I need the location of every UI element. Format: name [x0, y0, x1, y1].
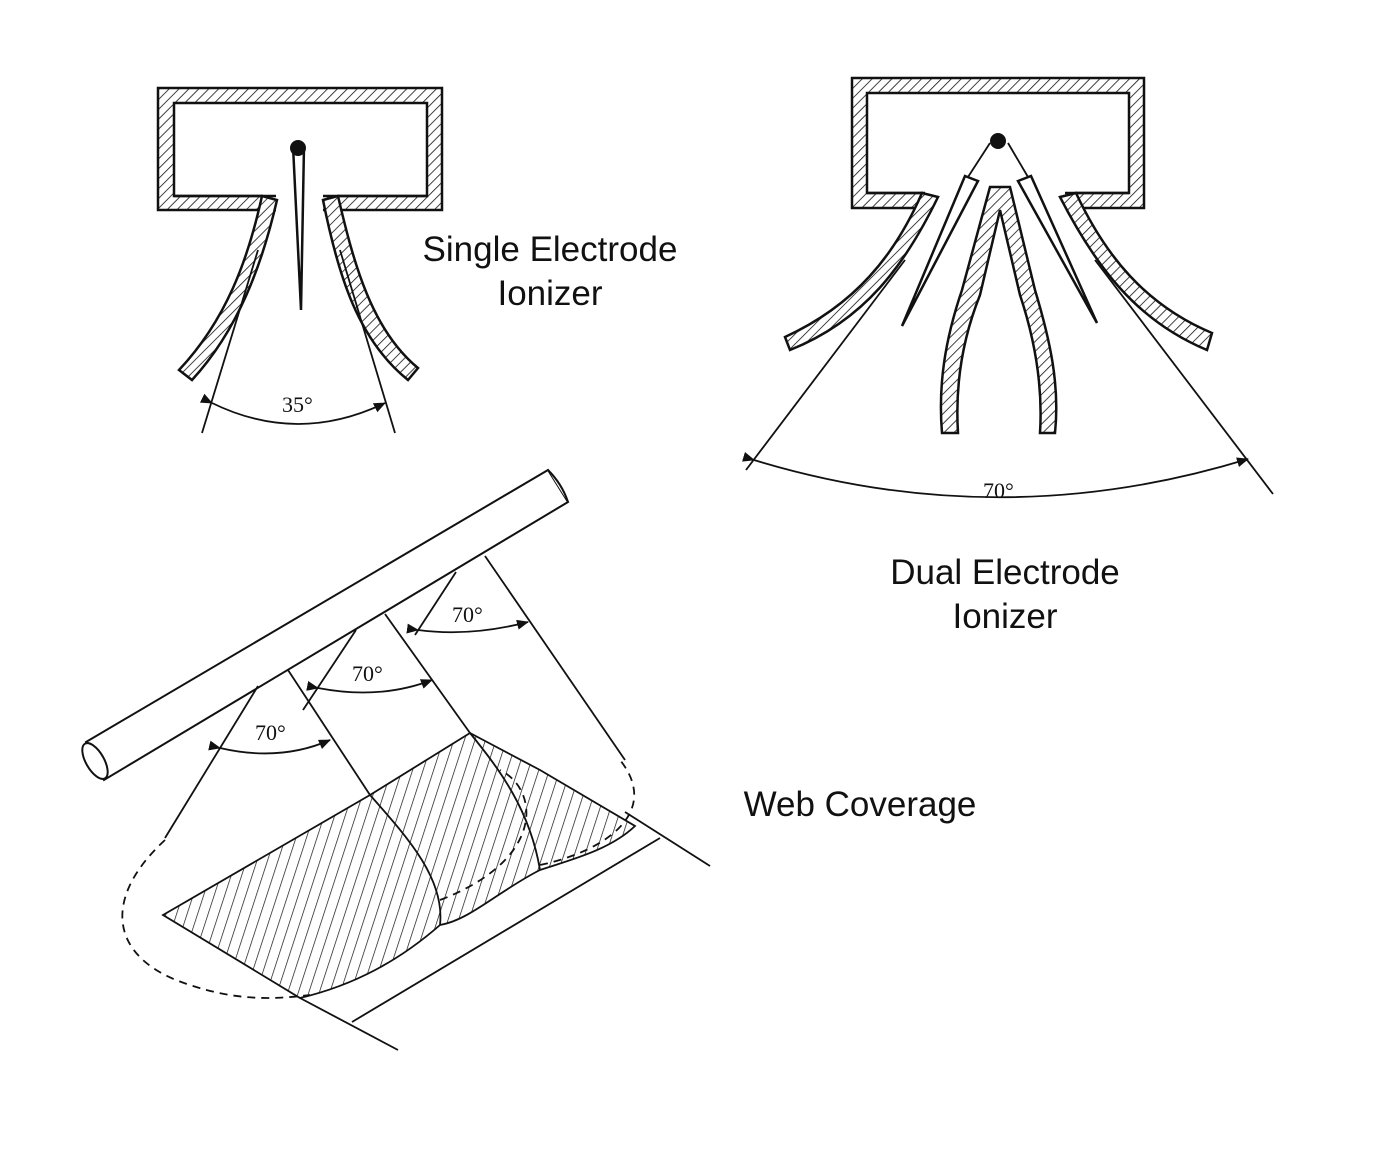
- ionizer-bar-end: [81, 742, 109, 780]
- single-ionizer-left-wall: [177, 194, 279, 382]
- web-angle-arc-left: [208, 739, 331, 755]
- dual-electrode-left: [900, 174, 980, 327]
- dual-ionizer-caption-line2: Ionizer: [952, 597, 1058, 636]
- single-angle-arc: [199, 393, 386, 425]
- dual-ionizer-caption: Dual Electrode Ionizer: [855, 551, 1155, 639]
- dual-center-divider: [939, 185, 1058, 435]
- dual-angle-arc: [742, 452, 1249, 499]
- dual-ionizer-caption-line1: Dual Electrode: [890, 553, 1120, 592]
- single-ionizer-caption-line2: Ionizer: [497, 274, 603, 313]
- single-ionizer: [156, 86, 444, 434]
- web-coverage-caption-line1: Web Coverage: [743, 785, 977, 824]
- web-hatched-area: [161, 731, 637, 999]
- web-coverage: [81, 468, 711, 1051]
- ionizer-bar: [84, 468, 570, 782]
- single-ionizer-caption-line1: Single Electrode: [422, 230, 678, 269]
- web-edge-back: [624, 811, 711, 867]
- web-angle-label-middle: 70°: [352, 661, 383, 686]
- web-angle-arc-middle: [306, 679, 433, 694]
- dual-ionizer-right-wall: [1058, 191, 1214, 352]
- web-angle-arc-right: [406, 619, 529, 634]
- dual-ionizer-left-wall: [783, 191, 940, 352]
- single-ionizer-right-wall: [321, 194, 420, 382]
- web-coverage-caption: Web Coverage: [715, 783, 1005, 827]
- dual-electrode-tip: [990, 133, 1006, 149]
- single-electrode-needle: [291, 144, 306, 311]
- single-ionizer-caption: Single Electrode Ionizer: [400, 228, 700, 316]
- dual-angle-label: 70°: [983, 478, 1014, 503]
- coverage-boundary: [121, 839, 311, 999]
- dual-ionizer: [742, 76, 1274, 499]
- web-edge-bottom: [351, 837, 661, 1023]
- dual-angle-line-left: [745, 259, 906, 471]
- single-angle-label: 35°: [282, 392, 313, 417]
- single-electrode-tip: [290, 140, 306, 156]
- web-angle-label-left: 70°: [255, 720, 286, 745]
- dual-electrode-right: [1016, 174, 1099, 324]
- web-angle-label-right: 70°: [452, 602, 483, 627]
- web-edge-front: [299, 997, 399, 1051]
- single-ionizer-housing: [156, 86, 444, 212]
